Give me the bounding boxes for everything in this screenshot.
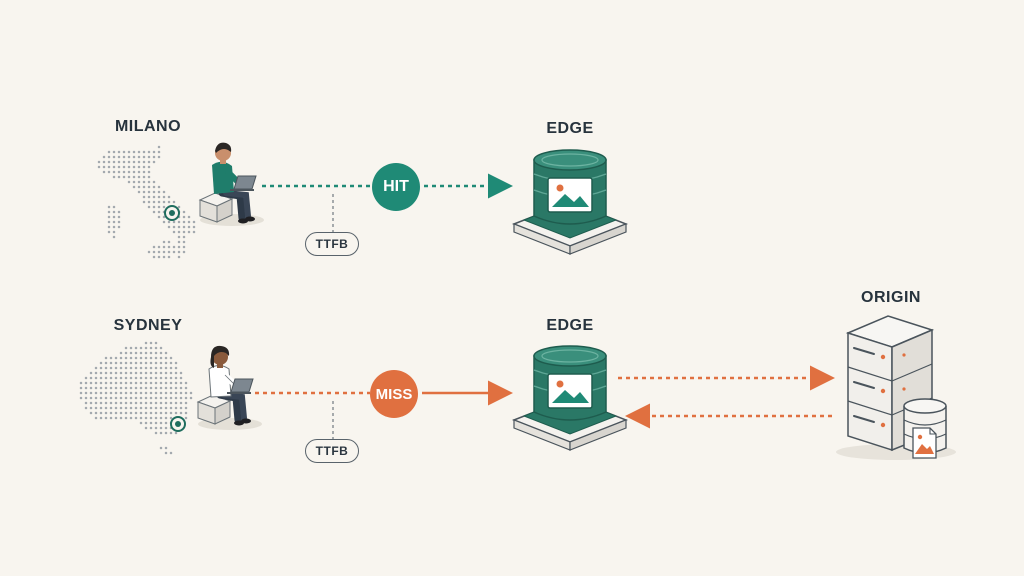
edge-label-top: EDGE <box>546 120 594 137</box>
hit-status-badge: HIT <box>372 163 420 211</box>
man-with-laptop-icon <box>198 142 264 226</box>
sydney-location-pin-icon <box>170 416 186 432</box>
ttfb-badge-sydney: TTFB <box>305 439 359 463</box>
edge-label-bottom: EDGE <box>546 317 594 334</box>
origin-server-icon <box>836 315 956 460</box>
milano-location-pin-icon <box>164 205 180 221</box>
italy-map-icon <box>97 145 196 259</box>
australia-map-icon <box>79 341 193 455</box>
location-label-sydney: SYDNEY <box>113 317 183 334</box>
ttfb-badge-milano: TTFB <box>305 232 359 256</box>
location-label-milano: MILANO <box>114 118 182 135</box>
miss-status-badge: MISS <box>370 370 418 418</box>
edge-cache-icon <box>511 345 629 451</box>
woman-with-laptop-icon <box>196 345 262 430</box>
origin-label: ORIGIN <box>861 289 921 306</box>
edge-cache-icon <box>511 149 629 255</box>
